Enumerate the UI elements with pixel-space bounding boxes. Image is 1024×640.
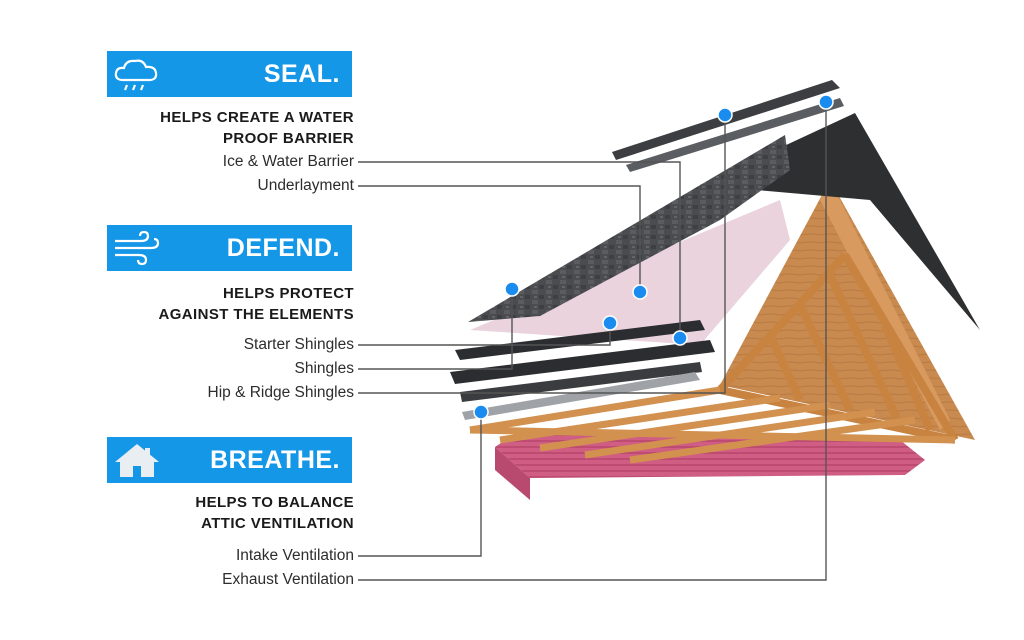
label-ice-water-barrier: Ice & Water Barrier bbox=[222, 153, 354, 170]
defend-description: HELPS PROTECT AGAINST THE ELEMENTS bbox=[158, 283, 354, 325]
wind-icon bbox=[115, 230, 160, 266]
shingle-layer bbox=[468, 135, 790, 322]
defend-description-line: HELPS PROTECT bbox=[222, 285, 354, 302]
defend-description-line: AGAINST THE ELEMENTS bbox=[158, 306, 354, 323]
breathe-description: HELPS TO BALANCE ATTIC VENTILATION bbox=[195, 492, 354, 534]
breathe-banner: BREATHE. bbox=[107, 437, 352, 483]
rain-cloud-icon bbox=[114, 59, 158, 91]
floor-joists bbox=[469, 386, 956, 464]
breathe-description-line: ATTIC VENTILATION bbox=[201, 515, 354, 532]
leader-lines bbox=[358, 102, 827, 581]
seal-banner: SEAL. bbox=[107, 51, 352, 97]
intake-vent-strip bbox=[462, 372, 700, 420]
defend-title: DEFEND. bbox=[226, 234, 340, 262]
roof-trusses bbox=[717, 252, 959, 444]
defend-banner: DEFEND. bbox=[107, 225, 352, 271]
seal-description: HELPS CREATE A WATER PROOF BARRIER bbox=[160, 107, 354, 149]
seal-description-line: HELPS CREATE A WATER bbox=[160, 109, 354, 126]
underlayment-layer bbox=[470, 200, 790, 345]
seal-title: SEAL. bbox=[263, 60, 340, 88]
breathe-title: BREATHE. bbox=[210, 446, 340, 474]
starter-shingle-strips bbox=[450, 320, 715, 402]
house-icon bbox=[115, 444, 159, 477]
label-hip-ridge-shingles: Hip & Ridge Shingles bbox=[207, 384, 354, 401]
label-starter-shingles: Starter Shingles bbox=[243, 336, 354, 353]
label-exhaust-ventilation: Exhaust Ventilation bbox=[222, 571, 354, 588]
seal-description-line: PROOF BARRIER bbox=[222, 130, 354, 147]
label-intake-ventilation: Intake Ventilation bbox=[235, 547, 354, 564]
label-underlayment: Underlayment bbox=[257, 177, 355, 194]
callout-markers bbox=[473, 94, 834, 420]
label-shingles: Shingles bbox=[294, 360, 354, 377]
breathe-description-line: HELPS TO BALANCE bbox=[195, 494, 354, 511]
